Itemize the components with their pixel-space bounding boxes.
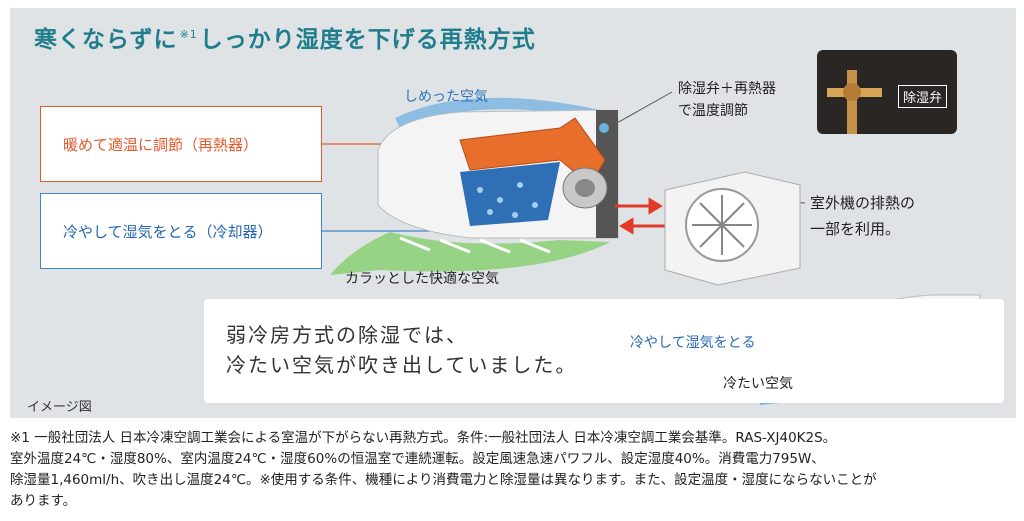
valve-photo: 除湿弁 xyxy=(817,50,957,134)
valve-dot xyxy=(599,123,609,133)
heat-exchange-arrows xyxy=(615,197,667,235)
image-caption: イメージ図 xyxy=(27,400,92,415)
valve-connector-line xyxy=(607,91,673,129)
valve-label: 除湿弁＋再熱器で温度調節 xyxy=(678,81,776,119)
small-cool-label: 冷やして湿気をとる xyxy=(630,335,756,351)
louvers xyxy=(399,236,551,254)
outdoor-heat-label: 室外機の排熱の一部を利用。 xyxy=(810,194,916,238)
cooler-droplets xyxy=(477,182,538,218)
outdoor-fan-blades xyxy=(692,195,752,255)
humid-air-label: しめった空気 xyxy=(404,89,488,105)
comparison-text: 弱冷房方式の除湿では、冷たい空気が吹き出していました。 xyxy=(226,323,578,377)
dry-air-flow xyxy=(330,232,610,275)
reheater-label-box: 暖めて適温に調節（再熱器） xyxy=(40,106,322,182)
cooler-coil xyxy=(460,162,560,226)
page-title: 寒くならずに※1しっかり湿度を下げる再熱方式 xyxy=(34,27,536,53)
footnote-line: ※1 一般社団法人 日本冷凍空調工業会による室温が下がらない再熱方式。条件:一般… xyxy=(10,430,837,446)
valve-icon xyxy=(827,70,882,134)
valve-tag: 除湿弁 xyxy=(897,85,947,108)
dry-air-label: カラッとした快適な空気 xyxy=(345,271,499,287)
humid-air-flow xyxy=(395,97,600,128)
comparison-box xyxy=(204,299,1004,403)
footnote-line: 除湿量1,460ml/h、吹き出し温度24℃。※使用する条件、機種により消費電力… xyxy=(10,472,877,488)
indoor-unit-back xyxy=(596,110,618,238)
footnote-line: 室外温度24℃・湿度80%、室内温度24℃・湿度60%の恒温室で連続運転。設定風… xyxy=(10,451,825,467)
footnote-line: あります。 xyxy=(10,493,77,509)
cold-air-label: 冷たい空気 xyxy=(723,376,793,392)
fan-core xyxy=(575,179,595,197)
footnote: ※1 一般社団法人 日本冷凍空調工業会による室温が下がらない再熱方式。条件:一般… xyxy=(10,428,1020,512)
cooler-label-box: 冷やして湿気をとる（冷却器） xyxy=(40,193,322,269)
